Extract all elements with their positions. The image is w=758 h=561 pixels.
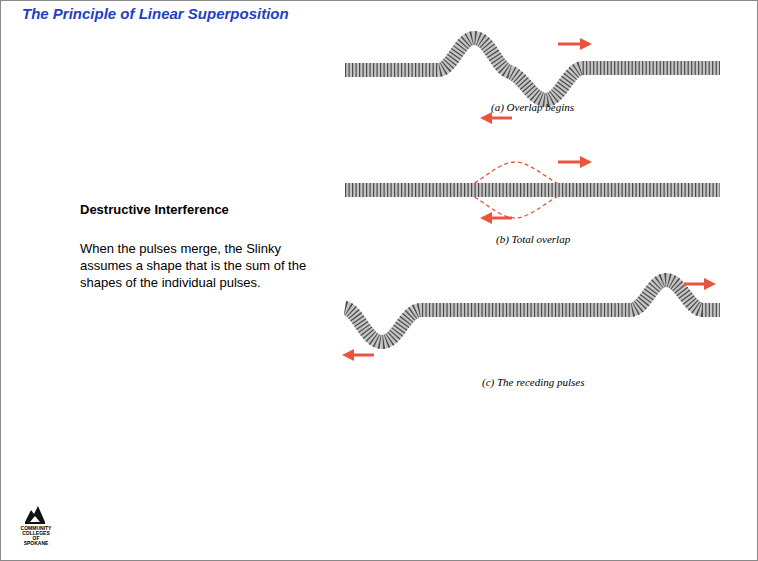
college-logo [24,503,46,525]
slide-title: The Principle of Linear Superposition [22,5,289,22]
slinky-c [345,280,720,342]
arrow-left [342,349,374,361]
slinky-b [345,190,720,191]
figure-caption: (a) Overlap begins [491,101,574,113]
section-heading: Destructive Interference [80,202,229,217]
arrow-left [480,212,512,224]
logo-text: COMMUNITY COLLEGES OF SPOKANE [20,526,52,546]
arrow-right [558,38,592,50]
figure-caption: (b) Total overlap [496,233,570,245]
figure-caption: (c) The receding pulses [482,376,585,388]
arrow-left [480,112,512,124]
slinky-a [345,38,720,100]
arrow-right [558,156,592,168]
arrow-right [684,278,716,290]
body-text: When the pulses merge, the Slinky assume… [80,240,325,291]
